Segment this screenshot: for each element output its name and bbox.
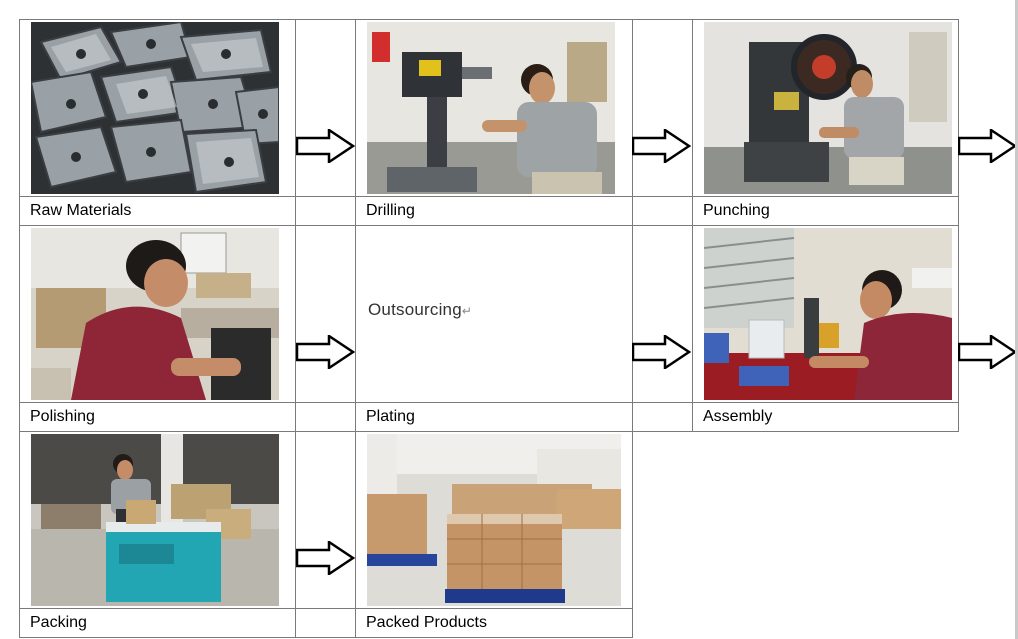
paragraph-mark: ↵ [461,304,473,318]
right-arrow-icon [296,129,356,163]
assembly-photo [704,228,952,400]
step-label-assembly: Assembly [703,408,773,425]
cell-raw-materials-label [19,196,296,226]
cell-empty-4 [632,402,693,432]
outsourcing-text: Outsourcing [368,300,462,319]
cell-arrow-4 [632,225,693,403]
cell-arrow-1 [295,19,356,197]
cell-arrow-3 [295,225,356,403]
packing-photo [31,434,279,606]
cell-packing-label [19,608,296,638]
right-arrow-icon [632,129,692,163]
polishing-photo [31,228,279,400]
cell-assembly-label [692,402,959,432]
step-label-polishing: Polishing [30,408,95,425]
cell-empty-1 [295,196,356,226]
right-arrow-icon [958,129,1018,163]
punching-photo [704,22,952,194]
step-label-packing: Packing [30,614,87,631]
packed-products-photo [367,434,621,606]
page-edge-shadow [1015,0,1018,639]
step-label-plating: Plating [366,408,415,425]
cell-plating-content [355,225,633,403]
step-label-raw-materials: Raw Materials [30,202,132,219]
raw-materials-photo [31,22,279,194]
cell-empty-3 [295,402,356,432]
plating-outsourcing-note: Outsourcing↵ [368,300,472,320]
cell-empty-2 [632,196,693,226]
step-label-punching: Punching [703,202,770,219]
right-arrow-icon [296,335,356,369]
step-label-packed-products: Packed Products [366,614,487,631]
drilling-photo [367,22,615,194]
cell-arrow-2 [632,19,693,197]
right-arrow-icon [632,335,692,369]
cell-arrow-5 [295,431,356,609]
cell-packed-products-label [355,608,633,638]
cell-empty-5 [295,608,356,638]
right-arrow-icon [958,335,1018,369]
right-arrow-icon [296,541,356,575]
step-label-drilling: Drilling [366,202,415,219]
